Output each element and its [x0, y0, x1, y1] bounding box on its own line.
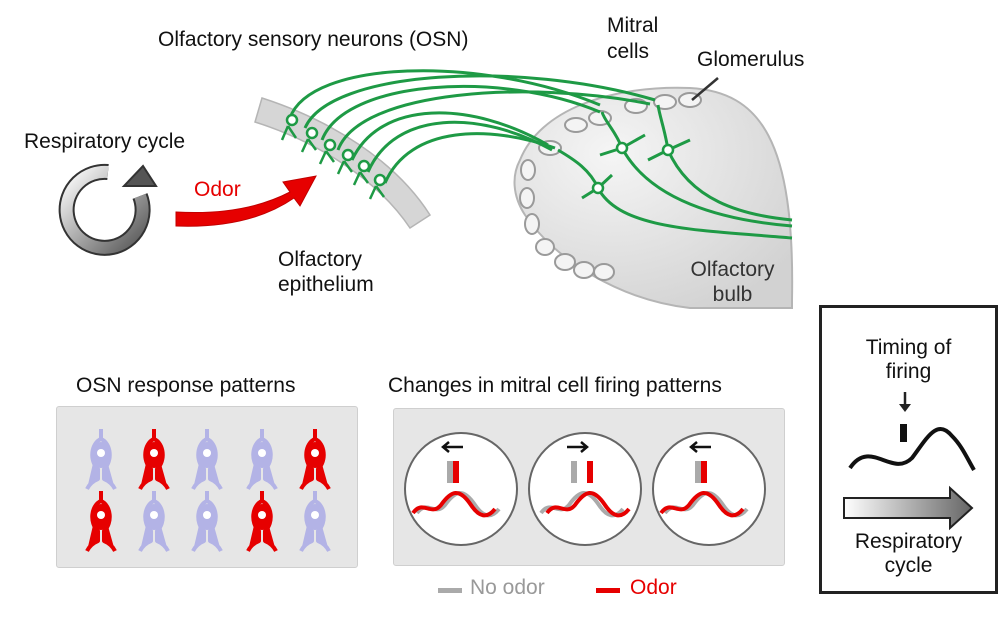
legend-swatch-no-odor — [438, 588, 462, 593]
legend-swatch-odor — [596, 588, 620, 593]
odor-label: Odor — [194, 178, 241, 201]
firing-circles — [404, 432, 766, 546]
odor-arrow — [175, 175, 317, 227]
firing-circle-earlier — [404, 432, 518, 546]
osn-cell-blue — [191, 491, 223, 552]
osn-cells — [280, 113, 387, 200]
mitral-somas — [591, 141, 675, 195]
mitral-patterns-title: Changes in mitral cell firing patterns — [388, 374, 722, 397]
glomerulus-label: Glomerulus — [697, 48, 805, 71]
olfactory-bulb-shape — [513, 86, 794, 309]
osn-axons — [288, 69, 656, 184]
mitral-label-line1: Mitral — [607, 14, 659, 37]
osn-patterns-panel — [56, 406, 358, 568]
timing-label-line2: firing — [885, 360, 932, 383]
mitral-label-line2: cells — [607, 40, 650, 63]
timing-label-line1: Timing of — [865, 336, 952, 359]
osn-cell-blue — [299, 491, 331, 552]
bulb-label-line1: Olfactory — [690, 258, 775, 281]
respiratory-cycle-label: Respiratory cycle — [24, 130, 186, 153]
osn-cell-blue — [138, 491, 170, 552]
resp-label-line1: Respiratory — [854, 530, 963, 553]
mitral-patterns-panel — [393, 408, 785, 566]
respiratory-arrow — [843, 485, 974, 531]
glomeruli — [519, 92, 702, 281]
osn-cell-red — [246, 491, 278, 552]
firing-circle-earlier — [652, 432, 766, 546]
timing-box: Timing of firing Respiratory cycle — [819, 305, 998, 594]
mitral-cells — [557, 104, 793, 240]
bulb-label-line2: bulb — [712, 283, 753, 306]
osn-title: Olfactory sensory neurons (OSN) — [158, 28, 469, 51]
osn-grid — [85, 429, 331, 552]
glomerulus-pointer — [691, 77, 719, 101]
epithelium-label-line1: Olfactory — [278, 248, 363, 271]
osn-cell-red — [138, 429, 170, 490]
respiratory-wave — [848, 427, 976, 472]
osn-cell-blue — [191, 429, 223, 490]
timing-graphic — [843, 392, 976, 531]
osn-cell-blue — [246, 429, 278, 490]
osn-cell-red — [85, 491, 117, 552]
timing-arrowhead — [899, 404, 911, 412]
osn-cell-red — [299, 429, 331, 490]
resp-label-line2: cycle — [884, 554, 933, 577]
osn-patterns-title: OSN response patterns — [76, 374, 296, 397]
firing-circle-later — [528, 432, 642, 546]
spike-marker — [900, 424, 907, 442]
epithelium-label-line2: epithelium — [278, 273, 374, 296]
legend-label-odor: Odor — [630, 576, 677, 599]
osn-cell-blue — [85, 429, 117, 490]
legend-label-no-odor: No odor — [470, 576, 545, 599]
respiratory-cycle-icon — [58, 163, 158, 256]
